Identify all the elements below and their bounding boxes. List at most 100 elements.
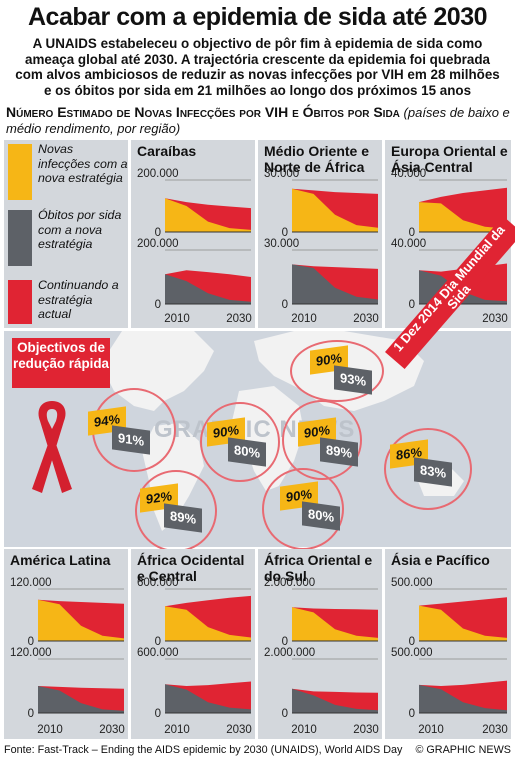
x-tick-label: 2010 (164, 724, 190, 736)
x-tick-label: 2030 (482, 313, 508, 325)
y-tick-label: 2.000.000 (264, 577, 315, 589)
subheading-main: Número Estimado de Novas Infecções por V… (6, 104, 400, 120)
chart-subheading: Número Estimado de Novas Infecções por V… (6, 104, 511, 137)
x-tick-label: 2010 (418, 724, 444, 736)
y-tick-label: 30.000 (264, 238, 299, 250)
intro-text: A UNAIDS estabeleceu o objectivo de pôr … (15, 36, 500, 98)
area-new-strategy-infections (419, 202, 507, 232)
area-new-strategy-deaths (165, 684, 251, 713)
y-tick-label: 0 (155, 708, 161, 720)
x-tick-label: 2030 (99, 724, 125, 736)
area-new-strategy-deaths (292, 264, 378, 304)
y-tick-label: 0 (28, 708, 34, 720)
panel-title: África Ocidental e Central (137, 552, 245, 584)
badge-caraibas-deaths: 91% (112, 425, 150, 455)
badge-asia-pacifico-deaths: 83% (414, 457, 452, 487)
y-tick-label: 0 (409, 708, 415, 720)
y-tick-label: 0 (155, 227, 161, 239)
credit: © GRAPHIC NEWS (415, 744, 511, 756)
panel-title: América Latina (10, 552, 111, 568)
y-tick-label: 120.000 (10, 577, 52, 589)
area-new-strategy-deaths (292, 688, 378, 713)
y-tick-label: 600.000 (137, 577, 179, 589)
legend-swatch-infections (8, 144, 32, 200)
x-tick-label: 2030 (353, 724, 379, 736)
y-tick-label: 600.000 (137, 647, 179, 659)
badge-africa-ocidental-deaths: 80% (228, 437, 266, 467)
legend: Novas infecções com a nova estratégia Ób… (4, 140, 128, 328)
x-tick-label: 2010 (37, 724, 63, 736)
y-tick-label: 0 (409, 636, 415, 648)
x-tick-label: 2010 (291, 313, 317, 325)
y-tick-label: 200.000 (137, 168, 179, 180)
x-tick-label: 2030 (226, 313, 252, 325)
panel-title: Ásia e Pacífico (391, 552, 490, 568)
target-ring (200, 402, 280, 482)
target-ring (384, 428, 472, 510)
y-tick-label: 0 (409, 227, 415, 239)
area-new-strategy-infections (38, 599, 124, 641)
x-tick-label: 2030 (482, 724, 508, 736)
footer: Fonte: Fast-Track – Ending the AIDS epid… (4, 743, 511, 757)
y-tick-label: 0 (282, 636, 288, 648)
source-note: Fonte: Fast-Track – Ending the AIDS epid… (4, 744, 403, 756)
area-new-strategy-infections (165, 198, 251, 232)
subheading-note: (países de baixo e médio rendimento, por… (6, 105, 510, 136)
area-new-strategy-deaths (38, 686, 124, 713)
badge-medio-oriente-deaths: 89% (320, 437, 358, 467)
legend-swatch-deaths (8, 210, 32, 266)
legend-label-current: Continuando a estratégia actual (38, 278, 119, 321)
panel-title: Europa Oriental e Ásia Central (391, 143, 508, 175)
y-tick-label: 120.000 (10, 647, 52, 659)
x-tick-label: 2010 (291, 724, 317, 736)
y-tick-label: 40.000 (391, 168, 426, 180)
y-tick-label: 0 (409, 299, 415, 311)
x-tick-label: 2010 (164, 313, 190, 325)
page-title: Acabar com a epidemia de sida até 2030 (27, 3, 488, 31)
panel-title: Caraíbas (137, 143, 197, 159)
y-tick-label: 200.000 (137, 238, 179, 250)
badge-america-latina-deaths: 89% (164, 503, 202, 533)
y-tick-label: 500.000 (391, 577, 433, 589)
legend-item-infections: Novas infecções com a nova estratégia (4, 142, 128, 200)
area-new-strategy-infections (292, 188, 378, 232)
y-tick-label: 30.000 (264, 168, 299, 180)
panel-title: Médio Oriente e Norte de África (264, 143, 370, 175)
objectives-label: Objectivos de redução rápida (12, 338, 110, 388)
area-new-strategy-deaths (165, 274, 251, 304)
area-new-strategy-infections (292, 607, 378, 641)
area-new-strategy-infections (165, 606, 251, 641)
y-tick-label: 2.000.000 (264, 647, 315, 659)
legend-label-infections: Novas infecções com a nova estratégia (38, 142, 128, 185)
badge-europa-oriental-deaths: 93% (334, 365, 372, 395)
y-tick-label: 0 (282, 299, 288, 311)
x-tick-label: 2030 (353, 313, 379, 325)
area-new-strategy-infections (419, 605, 507, 641)
y-tick-label: 0 (155, 636, 161, 648)
panel-title: África Oriental e do Sul (264, 552, 373, 584)
area-new-strategy-deaths (419, 684, 507, 713)
y-tick-label: 0 (28, 636, 34, 648)
y-tick-label: 0 (282, 708, 288, 720)
y-tick-label: 0 (282, 227, 288, 239)
badge-africa-oriental-deaths: 80% (302, 501, 340, 531)
y-tick-label: 40.000 (391, 238, 426, 250)
y-tick-label: 500.000 (391, 647, 433, 659)
legend-item-current: Continuando a estratégia actual (4, 278, 128, 326)
y-tick-label: 0 (155, 299, 161, 311)
target-ring (290, 340, 384, 402)
legend-item-deaths: Óbitos por sida com a nova estratégia (4, 208, 128, 268)
legend-swatch-current (8, 280, 32, 324)
x-tick-label: 2030 (226, 724, 252, 736)
